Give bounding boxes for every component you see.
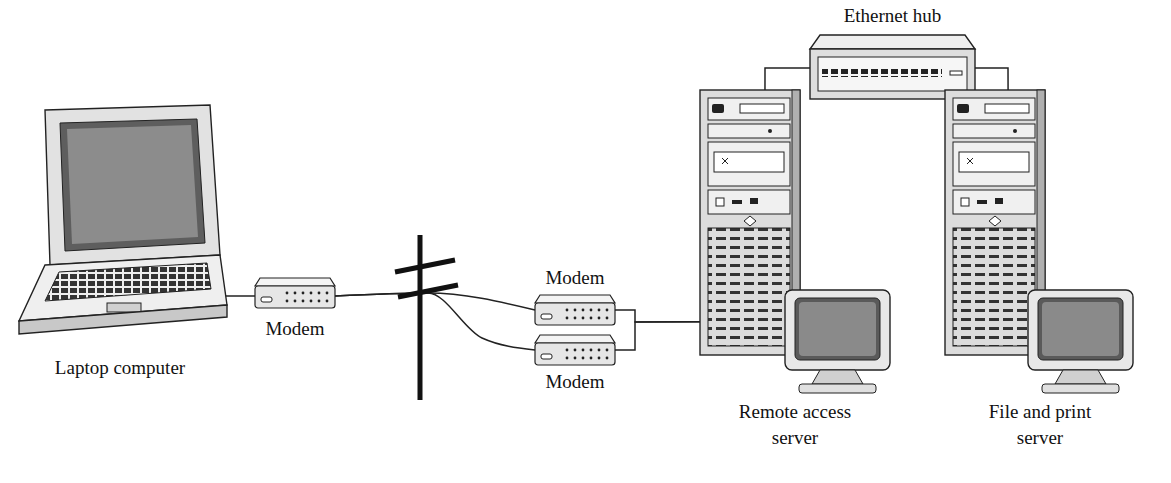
- laptop-node: Laptop computer: [15, 105, 225, 345]
- modem-illustration: [535, 295, 615, 325]
- network-cable: [765, 68, 810, 90]
- network-cable: [615, 310, 700, 322]
- device-label: Modem: [545, 265, 604, 291]
- network-cable: [335, 293, 535, 350]
- modem-illustration: [535, 335, 615, 365]
- device-label: Ethernet hub: [844, 3, 942, 29]
- modem-illustration: [255, 278, 335, 308]
- telephone-pole: [395, 235, 458, 400]
- server-node: Remote access server: [700, 90, 890, 395]
- device-label: Modem: [545, 369, 604, 395]
- modem-node: Modem: [255, 276, 335, 310]
- modem-node: Modem: [535, 335, 615, 365]
- monitor-illustration: [785, 290, 890, 393]
- server-node: File and print server: [945, 90, 1135, 395]
- network-cable: [225, 295, 255, 297]
- device-label: Modem: [265, 316, 324, 342]
- network-cable: [615, 322, 700, 350]
- device-label: Laptop computer: [55, 355, 185, 381]
- device-label: Remote access server: [720, 399, 870, 451]
- laptop-illustration: [19, 105, 227, 334]
- network-cable: [975, 68, 1008, 90]
- monitor-illustration: [1028, 290, 1133, 393]
- hub-node: Ethernet hub: [810, 35, 975, 100]
- modem-node: Modem: [535, 295, 615, 325]
- device-label: File and print server: [965, 399, 1115, 451]
